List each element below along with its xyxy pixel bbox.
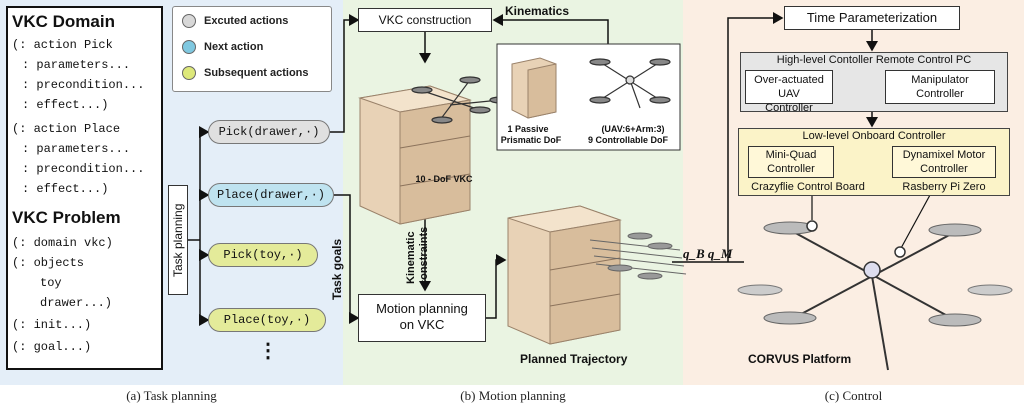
domain-line: : effect...): [22, 98, 109, 112]
domain-title: VKC Domain: [12, 12, 115, 31]
passive-label: 1 Passive: [507, 124, 549, 134]
domain-line: : precondition...: [22, 78, 145, 92]
crazyflie-label: Crazyflie Control Board: [751, 181, 865, 193]
mini-quad-line: Mini-Quad: [765, 149, 817, 161]
dynamixel-controller-box: Dynamixel Motor Controller: [892, 146, 996, 178]
legend-dot-executed: [182, 14, 196, 28]
task-planning-label: Task planning: [171, 203, 185, 277]
action-pill: Pick(toy,·): [208, 243, 318, 267]
problem-line: toy: [40, 276, 62, 290]
legend-dot-next: [182, 40, 196, 54]
corvus-platform-label: CORVUS Platform: [748, 352, 852, 366]
manipulator-controller-line: Manipulator: [911, 74, 969, 86]
legend-label: Excuted actions: [204, 15, 289, 27]
domain-line: : precondition...: [22, 162, 145, 176]
raspberry-link: [899, 194, 931, 251]
domain-line: (: action Place: [12, 122, 121, 136]
motion-to-trajectory-arrow: [486, 254, 507, 319]
domain-line: : parameters...: [22, 142, 131, 156]
cabinet-illustration-2: [507, 205, 622, 345]
pick-to-vkc-arrow: [330, 14, 360, 133]
problem-line: (: objects: [12, 256, 85, 270]
kinematic-constraints-label: constraints: [418, 226, 430, 286]
low-level-label: Low-level Onboard Controller: [802, 130, 946, 142]
uav-controller-line: Controller: [765, 102, 813, 114]
task-planning-box: [168, 185, 188, 295]
kinematics-arrow: [492, 14, 609, 44]
domain-line: : effect...): [22, 182, 109, 196]
uav-controller-box: Over-actuated UAV Controller: [745, 70, 833, 114]
caption-a: (a) Task planning: [126, 388, 217, 403]
dynamixel-line: Controller: [920, 163, 968, 175]
controllable-label: 9 Controllable DoF: [587, 135, 668, 145]
problem-line: (: init...): [12, 318, 92, 332]
place-to-motion-arrow: [334, 194, 360, 324]
kinematic-constraints-label: Kinematic: [405, 231, 417, 284]
action-pill: Pick(drawer,·): [208, 120, 330, 144]
mini-quad-line: Controller: [767, 163, 815, 175]
vkc-construction-box: VKC construction: [358, 8, 492, 32]
problem-line: (: domain vkc): [12, 236, 113, 250]
raspberry-label: Rasberry Pi Zero: [902, 181, 986, 193]
domain-line: : parameters...: [22, 58, 131, 72]
legend: [172, 6, 332, 92]
motion-planning-line: Motion planning: [376, 301, 468, 316]
mini-quad-controller-box: Mini-Quad Controller: [748, 146, 834, 178]
drone-illustration-1: [411, 76, 511, 124]
time-parameterization-box: Time Parameterization: [784, 6, 960, 30]
q-label: q_B q_M: [683, 246, 733, 261]
high-level-label: High-level Contoller Remote Control PC: [776, 54, 972, 66]
problem-line: drawer...): [40, 296, 113, 310]
corvus-drone-illustration: [737, 220, 1013, 371]
uav-controller-line: Over-actuated UAV: [754, 74, 824, 100]
legend-label: Subsequent actions: [204, 67, 309, 79]
domain-line: (: action Pick: [12, 38, 113, 52]
task-goals-label: Task goals: [330, 238, 344, 300]
vkc-domain-box: [6, 6, 163, 370]
manipulator-controller-line: Controller: [916, 88, 964, 100]
cabinet-illustration-1: [358, 85, 472, 225]
kinematics-label: Kinematics: [505, 4, 570, 18]
legend-label: Next action: [204, 41, 264, 53]
action-pill: Place(drawer,·): [208, 183, 334, 207]
drone-small: [589, 58, 671, 109]
caption-b: (b) Motion planning: [460, 388, 566, 403]
motion-planning-box: Motion planning on VKC: [358, 294, 486, 342]
caption-c: (c) Control: [824, 388, 883, 403]
problem-line: (: goal...): [12, 340, 92, 354]
cabinet-small: [511, 57, 557, 119]
ellipsis: ⋮: [258, 340, 278, 362]
legend-dot-subsequent: [182, 66, 196, 80]
motion-planning-line: on VKC: [399, 317, 445, 332]
vkc-dof-label: 10 - DoF VKC: [415, 174, 473, 184]
manipulator-controller-box: Manipulator Controller: [885, 70, 995, 104]
planned-trajectory-label: Planned Trajectory: [520, 352, 628, 366]
trajectory-drones: [589, 232, 687, 280]
controllable-label: (UAV:6+Arm:3): [601, 124, 665, 134]
dynamixel-line: Dynamixel Motor: [902, 149, 986, 161]
action-pill: Place(toy,·): [208, 308, 326, 332]
q-to-time-arrow: [727, 12, 784, 262]
problem-title: VKC Problem: [12, 208, 121, 227]
passive-label: Prismatic DoF: [500, 135, 562, 145]
